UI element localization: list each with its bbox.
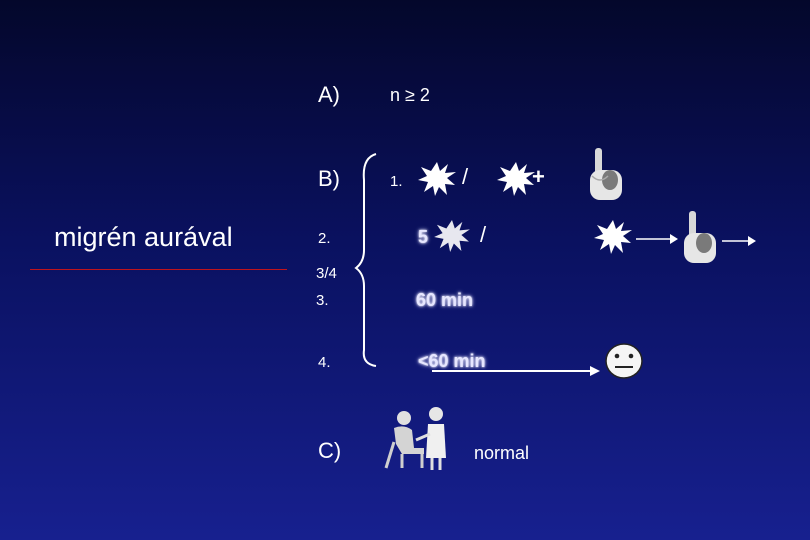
plus-sign: + [532,164,545,189]
item-3-number: 3. [316,292,329,309]
row-a-label: A) [318,82,340,107]
row-c-label: C) [318,438,342,463]
starburst-icon [418,162,456,196]
arrow-icon [722,236,756,246]
item-3-duration: 60 min [416,290,474,310]
title-migraine-aura: migrén aurával [54,222,233,252]
item-2-prefix: 5 [418,227,429,247]
normal-label: normal [474,443,530,463]
slash-1: / [462,164,469,189]
starburst-icon [497,162,535,196]
title-underline [30,269,287,270]
item-2-number: 2. [318,230,331,247]
item-1-number: 1. [390,173,403,190]
doctor-patient-icon [384,407,446,470]
brace-icon [354,153,377,367]
fraction-label: 3/4 [316,265,337,282]
row-b-label: B) [318,166,340,191]
pointing-hand-icon [590,148,622,200]
slash-2: / [480,222,487,247]
smiley-face-icon [605,343,643,379]
arrow-icon [432,366,600,376]
item-4-duration: <60 min [418,351,486,371]
starburst-icon [432,220,472,252]
item-4-number: 4. [318,354,331,371]
row-a-criterion: n ≥ 2 [390,85,430,105]
arrow-icon [636,234,678,244]
pointing-hand-icon [684,211,716,263]
starburst-icon [594,220,632,254]
